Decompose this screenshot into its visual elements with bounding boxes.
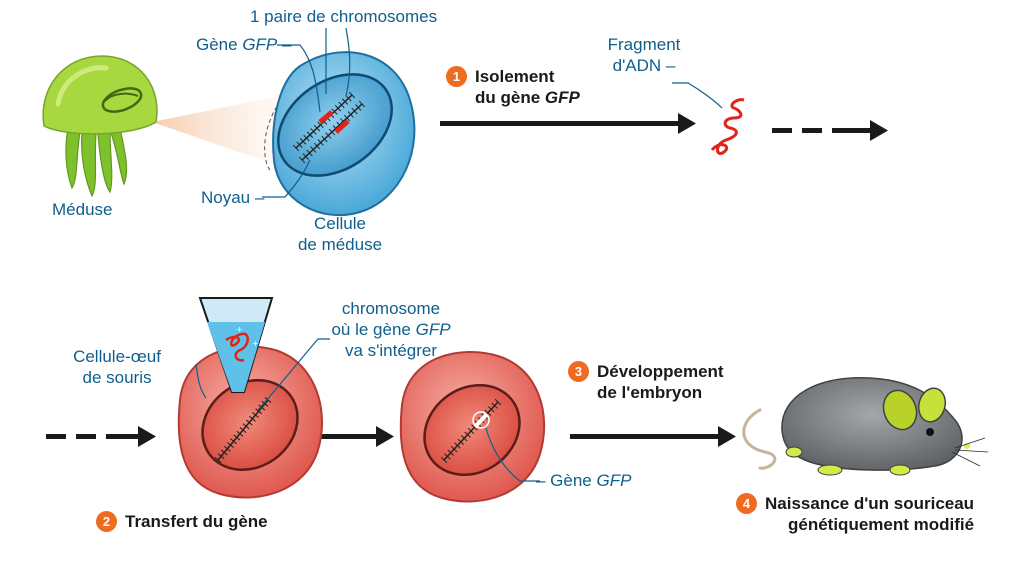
step-2-badge: 2 — [96, 511, 117, 532]
leader-lines-top — [262, 27, 723, 198]
step-1-line2-it: GFP — [544, 88, 580, 107]
step-1-line1: Isolement — [475, 67, 555, 86]
step-3-line2: de l'embryon — [597, 383, 703, 402]
label-fragment-adn: Fragment d'ADN – — [594, 34, 694, 76]
label-cellule-meduse: Cellule de méduse — [285, 213, 395, 255]
label-gene-gfp2-italic: GFP — [596, 471, 632, 490]
label-gene-gfp-italic: GFP — [242, 35, 278, 54]
step-1-line2-pre: du gène — [475, 88, 545, 107]
label-gene-gfp-prefix: Gène — [196, 35, 243, 54]
arrows-row2 — [46, 426, 736, 447]
label-noyau: Noyau – — [201, 188, 265, 207]
dna-fragment-icon — [710, 98, 745, 155]
label-gene-gfp-suffix: – — [277, 35, 292, 54]
label-gene-gfp2-prefix: – Gène — [536, 471, 597, 490]
jellyfish-illustration — [42, 55, 285, 198]
label-cellule-oeuf-line2: de souris — [82, 368, 152, 387]
label-chromosome-line2-pre: où le gène — [331, 320, 416, 339]
step-3-developpement: 3 Développement de l'embryon — [568, 361, 724, 403]
mouse-egg-cell — [177, 345, 323, 499]
label-gene-gfp-egg: – Gène GFP — [536, 470, 631, 491]
medusa-cell — [264, 51, 416, 217]
label-chromosome-line3: va s'intégrer — [344, 341, 438, 360]
leader-lines-bottom — [195, 338, 540, 482]
label-cellule-oeuf-line1: Cellule-œuf — [73, 347, 161, 366]
label-chromosome-line1: chromosome — [341, 299, 441, 318]
label-cellule-oeuf: Cellule-œuf de souris — [52, 346, 182, 388]
step-2-line1: Transfert du gène — [125, 512, 268, 531]
label-meduse: Méduse — [52, 200, 113, 219]
label-paire-chromosomes: 1 paire de chromosomes — [250, 7, 438, 26]
label-chromosome-line2-it: GFP — [415, 320, 451, 339]
arrows-row1 — [440, 113, 888, 141]
label-fragment-line2: d'ADN – — [612, 56, 676, 75]
label-cellule-line1: Cellule — [314, 214, 366, 233]
step-4-badge: 4 — [736, 493, 757, 514]
svg-text:+: + — [252, 339, 259, 348]
label-gene-gfp-medusa: Gène GFP – — [196, 34, 291, 55]
svg-text:+: + — [236, 325, 243, 334]
step-1-isolement: 1 Isolement du gène GFP — [446, 66, 580, 108]
label-cellule-line2: de méduse — [297, 235, 383, 254]
step-4-line1: Naissance d'un souriceau — [765, 494, 975, 513]
micropipette: + + — [198, 297, 274, 393]
label-fragment-line1: Fragment — [607, 35, 681, 54]
step-2-transfert: 2 Transfert du gène — [96, 511, 268, 532]
label-chromosome-integration: chromosome où le gène GFP va s'intégrer — [306, 298, 476, 361]
modified-egg-cell — [399, 350, 546, 503]
step-4-line2: génétiquement modifié — [788, 515, 975, 534]
step-1-badge: 1 — [446, 66, 467, 87]
step-3-line1: Développement — [597, 362, 724, 381]
zoom-beam — [152, 95, 285, 168]
step-3-badge: 3 — [568, 361, 589, 382]
mouse-illustration — [742, 376, 989, 476]
step-4-naissance: 4 Naissance d'un souriceau génétiquement… — [736, 493, 974, 535]
